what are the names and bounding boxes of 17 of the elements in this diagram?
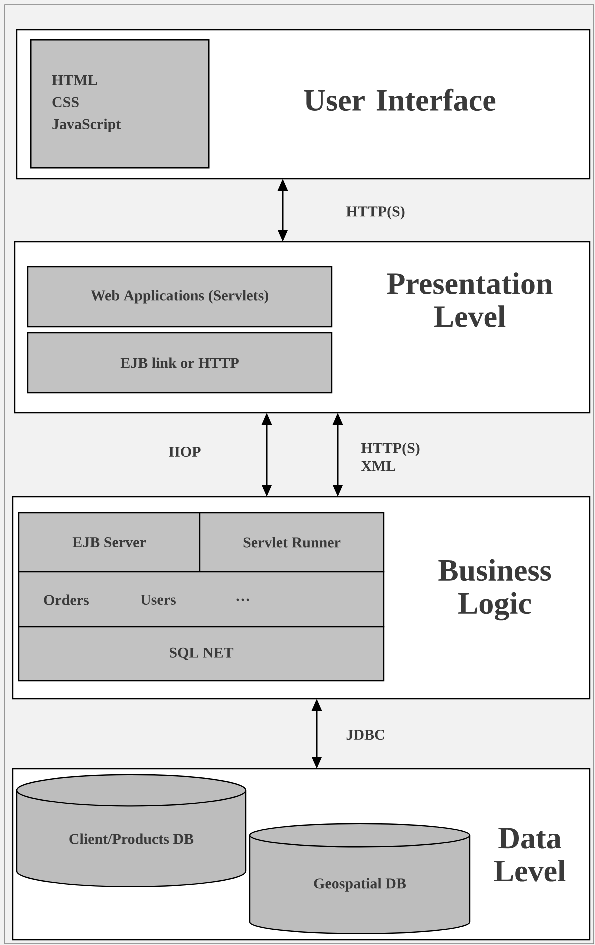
layer-title: User Interface — [304, 88, 496, 112]
edge-label: IIOP — [168, 446, 202, 458]
layer-title: Presentation Level — [387, 272, 553, 328]
edge-label: HTTP(S) — [345, 205, 406, 221]
component-box: EJB Server — [18, 512, 201, 573]
edge-label: HTTP(S) XML — [360, 442, 432, 472]
layer-title: Data Level — [494, 828, 566, 882]
edge-label: JDBC — [345, 728, 386, 742]
database-cylinder: Client/Products DB — [16, 774, 247, 888]
component-box: Orders Users … — [18, 571, 385, 628]
component-box: SQL NET — [18, 626, 385, 682]
layer-title: Business Logic — [438, 559, 552, 621]
component-box: Web Applications (Servlets) — [27, 266, 333, 328]
component-box: EJB link or HTTP — [27, 332, 333, 394]
component-box: HTML CSS JavaScript — [30, 39, 210, 169]
database-cylinder: Geospatial DB — [249, 823, 471, 934]
component-box: Servlet Runner — [199, 512, 385, 573]
